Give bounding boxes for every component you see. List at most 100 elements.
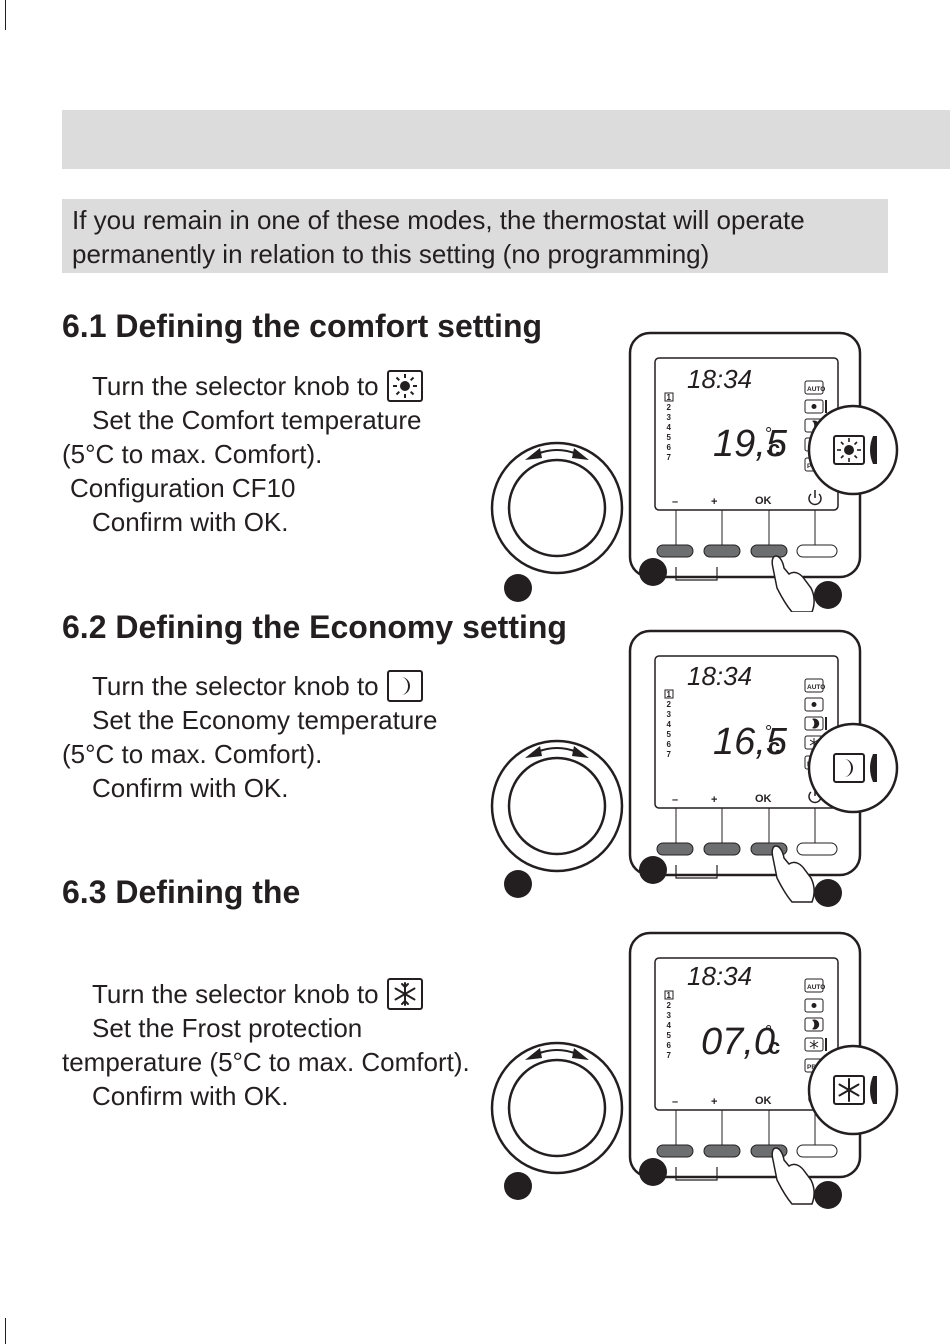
pointing-hand: [771, 555, 815, 612]
pointing-hand: [771, 845, 815, 903]
step-marker-knob: [504, 870, 532, 898]
section-heading-comfort: 6.1 Defining the comfort setting: [62, 308, 543, 344]
step-marker-buttons: [639, 856, 667, 884]
plus-button[interactable]: [703, 1144, 741, 1158]
svg-text:AUTO: AUTO: [807, 684, 825, 691]
power-button[interactable]: [796, 1144, 838, 1158]
ok-label: OK: [755, 495, 772, 507]
svg-text:2: 2: [667, 403, 672, 412]
moon-icon: [844, 759, 853, 777]
power-icon: [808, 490, 822, 506]
svg-text:1: 1: [667, 690, 672, 699]
step-marker-knob: [504, 1172, 532, 1200]
svg-text:7: 7: [667, 1051, 672, 1060]
ok-label: OK: [755, 1095, 772, 1107]
svg-text:2: 2: [667, 700, 672, 709]
ok-label: OK: [755, 793, 772, 805]
minus-button[interactable]: [656, 842, 694, 856]
header-bar: [62, 110, 950, 169]
instruction-confirm: Confirm with OK.: [92, 773, 289, 803]
ok-button[interactable]: [750, 544, 788, 558]
instruction-config: Configuration CF10: [70, 473, 296, 503]
svg-text:6: 6: [667, 740, 672, 749]
lcd-unit: c: [768, 734, 780, 759]
day-numbers: 1 2 3 4 5 6 7: [667, 690, 672, 759]
thermostat-illustration-comfort: 18:34 1 2 3 4 5 6 7 19,5 ° c AUTO PROG –…: [490, 331, 899, 612]
selector-knob: [490, 739, 624, 873]
svg-text:AUTO: AUTO: [807, 386, 825, 393]
svg-text:4: 4: [667, 423, 672, 432]
pointing-hand: [771, 1147, 815, 1205]
step-marker-buttons: [639, 1158, 667, 1186]
svg-text:7: 7: [667, 750, 672, 759]
plus-button[interactable]: [703, 842, 741, 856]
lcd-degree: °: [765, 424, 772, 444]
instruction-range: (5°C to max. Comfort).: [62, 739, 323, 769]
step-marker-confirm: [814, 581, 842, 609]
lcd-temperature: 07,0: [701, 1021, 775, 1063]
sun-icon: [844, 445, 854, 455]
minus-label: –: [672, 496, 678, 508]
minus-button[interactable]: [656, 544, 694, 558]
day-numbers: 1 2 3 4 5 6 7: [667, 393, 672, 462]
selector-knob: [490, 441, 624, 575]
svg-text:AUTO: AUTO: [807, 984, 825, 991]
crop-mark-bottom: [5, 1318, 6, 1344]
section-text-frost: Turn the selector knob to Set the Frost …: [62, 977, 470, 1113]
intro-line-2: permanently in relation to this setting …: [72, 239, 710, 269]
step-marker-knob: [504, 574, 532, 602]
section-text-comfort: Turn the selector knob to Set the Comfor…: [62, 369, 423, 539]
svg-text:3: 3: [667, 710, 672, 719]
svg-text:5: 5: [667, 433, 672, 442]
svg-text:6: 6: [667, 1041, 672, 1050]
intro-note: If you remain in one of these modes, the…: [62, 199, 888, 273]
plus-button[interactable]: [703, 544, 741, 558]
snowflake-icon: [386, 978, 423, 1010]
svg-text:5: 5: [667, 1031, 672, 1040]
minus-label: –: [672, 794, 678, 806]
svg-text:6: 6: [667, 443, 672, 452]
thermostat-illustration-frost: 18:34 1 2 3 4 5 6 7 07,0 ° c AUTO PROG –…: [490, 931, 899, 1209]
thermostat-illustration-economy: 18:34 1 2 3 4 5 6 7 16,5 ° c AUTO PROG –…: [490, 629, 899, 907]
lcd-degree: °: [765, 1022, 772, 1042]
intro-line-1: If you remain in one of these modes, the…: [72, 205, 805, 235]
instruction-confirm: Confirm with OK.: [92, 1081, 289, 1111]
svg-text:7: 7: [667, 453, 672, 462]
section-text-economy: Turn the selector knob to Set the Econom…: [62, 669, 437, 805]
step-marker-confirm: [814, 879, 842, 907]
lcd-unit: c: [768, 436, 780, 461]
snowflake-icon: [838, 1078, 860, 1102]
lcd-clock: 18:34: [687, 961, 752, 991]
day-numbers: 1 2 3 4 5 6 7: [667, 991, 672, 1060]
lcd-clock: 18:34: [687, 364, 752, 394]
lcd-unit: c: [768, 1034, 780, 1059]
lcd-temperature: 19,5: [713, 423, 788, 465]
step-marker-confirm: [814, 1181, 842, 1209]
svg-text:4: 4: [667, 1021, 672, 1030]
svg-text:2: 2: [667, 1001, 672, 1010]
instruction-set-temp: Set the Comfort temperature: [92, 405, 422, 435]
section-heading-frost: 6.3 Defining the: [62, 874, 301, 910]
section-heading-economy: 6.2 Defining the Economy setting: [62, 609, 567, 645]
svg-text:1: 1: [667, 393, 672, 402]
step-marker-buttons: [639, 558, 667, 586]
instruction-turn-knob: Turn the selector knob to: [92, 371, 379, 401]
crop-mark-top: [5, 0, 6, 30]
plus-label: +: [711, 496, 717, 508]
lcd-temperature: 16,5: [713, 721, 788, 763]
svg-text:5: 5: [667, 730, 672, 739]
power-button[interactable]: [796, 842, 838, 856]
instruction-turn-knob: Turn the selector knob to: [92, 671, 379, 701]
lcd-screen: [654, 957, 839, 1111]
power-button[interactable]: [796, 544, 838, 558]
svg-text:3: 3: [667, 413, 672, 422]
minus-label: –: [672, 1096, 678, 1108]
minus-button[interactable]: [656, 1144, 694, 1158]
instruction-set-temp: Set the Economy temperature: [92, 705, 438, 735]
plus-label: +: [711, 794, 717, 806]
instruction-range: temperature (5°C to max. Comfort).: [62, 1047, 470, 1077]
svg-text:4: 4: [667, 720, 672, 729]
instruction-range: (5°C to max. Comfort).: [62, 439, 323, 469]
svg-text:3: 3: [667, 1011, 672, 1020]
selector-knob: [490, 1041, 624, 1175]
